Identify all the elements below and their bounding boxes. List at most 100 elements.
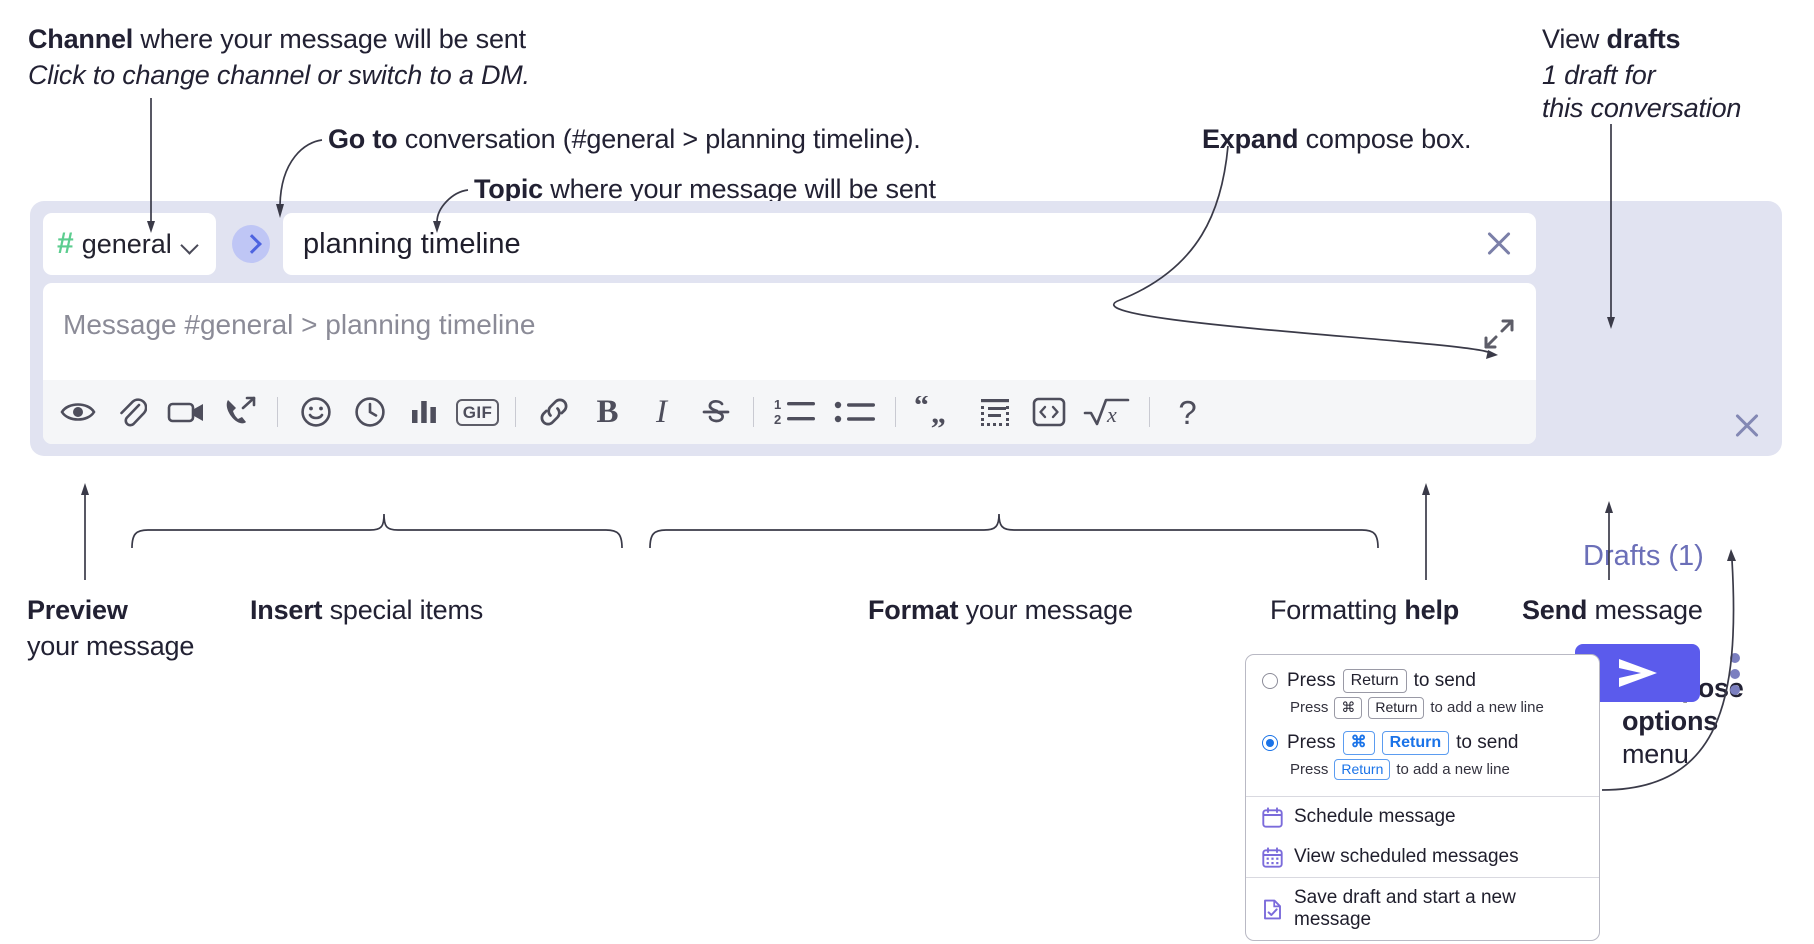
- annotation-expand-bold: Expand: [1202, 124, 1299, 154]
- topic-field[interactable]: planning timeline: [283, 213, 1536, 275]
- annotation-format-rest: your message: [958, 595, 1133, 625]
- radio-icon-unselected[interactable]: [1262, 673, 1278, 689]
- svg-text:„: „: [931, 397, 946, 428]
- annotation-goto-bold: Go to: [328, 124, 398, 154]
- annotation-drafts-lead: View: [1542, 24, 1607, 54]
- goto-conversation-button[interactable]: [232, 225, 270, 263]
- question-mark-icon: ?: [1178, 393, 1197, 431]
- send-shortcut-options: Press Return to send Press ⌘ Return to a…: [1246, 655, 1599, 796]
- annotation-expand: Expand compose box.: [1202, 124, 1472, 156]
- annotation-channel-sub: Click to change channel or switch to a D…: [28, 59, 530, 90]
- annotation-format-bold: Format: [868, 595, 959, 625]
- clock-icon[interactable]: [349, 391, 390, 433]
- attach-file-button[interactable]: [111, 391, 152, 433]
- toolbar-divider: [277, 397, 278, 427]
- annotation-topic: Topic where your message will be sent: [474, 174, 936, 206]
- document-check-icon: [1264, 899, 1281, 919]
- code-block-button[interactable]: [974, 391, 1015, 433]
- toolbar-divider: [515, 397, 516, 427]
- more-vertical-icon[interactable]: [1730, 653, 1740, 695]
- annotation-insert: Insert special items: [250, 595, 483, 627]
- toolbar-divider: [895, 397, 896, 427]
- math-button[interactable]: x: [1082, 391, 1132, 433]
- radio2-sub-pre: Press: [1290, 760, 1329, 778]
- italic-button[interactable]: I: [641, 391, 682, 433]
- annotation-help: Formatting help: [1270, 595, 1459, 627]
- svg-text:2: 2: [774, 412, 781, 427]
- close-icon[interactable]: [1730, 409, 1764, 443]
- menu-item-view-scheduled[interactable]: View scheduled messages: [1246, 837, 1599, 877]
- expand-arrows-icon[interactable]: [1482, 317, 1516, 351]
- annotation-channel: Channel where your message will be sent …: [28, 24, 530, 91]
- radio1-sub-pre: Press: [1290, 699, 1329, 717]
- audio-clip-button[interactable]: [219, 391, 260, 433]
- annotation-preview-bold: Preview: [27, 595, 128, 625]
- radio2-pre: Press: [1287, 731, 1336, 753]
- close-icon[interactable]: [1482, 227, 1516, 261]
- poll-button[interactable]: [403, 391, 444, 433]
- formatting-help-button[interactable]: ?: [1167, 391, 1208, 433]
- menu-item-save-draft[interactable]: Save draft and start a new message: [1246, 878, 1599, 940]
- hash-icon: #: [57, 227, 74, 260]
- drafts-link[interactable]: Drafts (1): [1583, 540, 1704, 572]
- bold-label: B: [596, 393, 619, 430]
- annotation-help-bold: help: [1404, 595, 1460, 625]
- annotation-send: Send message: [1522, 595, 1703, 627]
- annotation-send-bold: Send: [1522, 595, 1588, 625]
- bold-button[interactable]: B: [587, 391, 628, 433]
- radio1-pre: Press: [1287, 670, 1336, 691]
- annotation-insert-bold: Insert: [250, 595, 323, 625]
- annotation-topic-bold: Topic: [474, 174, 543, 204]
- code-button[interactable]: [1028, 391, 1069, 433]
- radio-option-cmd-return-hint: Press Return to add a new line: [1290, 758, 1583, 780]
- blockquote-button[interactable]: “ „: [913, 391, 961, 433]
- annotation-topic-rest: where your message will be sent: [543, 174, 936, 204]
- annotation-goto: Go to conversation (#general > planning …: [328, 124, 921, 156]
- menu-item-label: View scheduled messages: [1294, 846, 1519, 867]
- ordered-list-button[interactable]: 1 2: [771, 391, 819, 433]
- svg-text:x: x: [1106, 402, 1117, 427]
- annotation-format: Format your message: [868, 595, 1133, 627]
- annotation-channel-rest: where your message will be sent: [133, 24, 526, 54]
- bulleted-list-button[interactable]: [832, 391, 878, 433]
- emoji-button[interactable]: [295, 391, 336, 433]
- strikethrough-button[interactable]: [695, 391, 736, 433]
- calendar-icon: [1262, 806, 1283, 828]
- video-clip-button[interactable]: [165, 391, 206, 433]
- radio2-post: to send: [1456, 731, 1519, 753]
- annotation-drafts-bold: drafts: [1606, 24, 1681, 54]
- annotation-drafts: View drafts 1 draft for this conversatio…: [1542, 24, 1741, 125]
- calendar-grid-icon: [1262, 846, 1283, 868]
- message-placeholder: Message #general > planning timeline: [63, 309, 536, 340]
- compose-inner: # general planning timeline Message #gen…: [43, 213, 1536, 444]
- annotation-preview: Preview your message: [27, 595, 194, 662]
- message-input-area[interactable]: Message #general > planning timeline: [43, 283, 1536, 444]
- annotation-preview-sub: your message: [27, 630, 195, 661]
- radio-option-cmd-return[interactable]: Press ⌘ Return to send: [1262, 730, 1583, 755]
- key-return: Return: [1334, 758, 1391, 780]
- menu-item-label: Schedule message: [1294, 806, 1456, 827]
- compose-box: Drafts (1) # general planning timeline M…: [30, 201, 1782, 702]
- channel-picker[interactable]: # general: [43, 213, 216, 275]
- annotation-drafts-sub1: 1 draft for: [1542, 59, 1656, 90]
- gif-label: GIF: [455, 398, 500, 426]
- gif-button[interactable]: GIF: [455, 391, 500, 433]
- radio-icon-selected[interactable]: [1262, 734, 1278, 751]
- key-command: ⌘: [1342, 730, 1375, 755]
- link-button[interactable]: [533, 391, 574, 433]
- radio-option-return-hint: Press ⌘ Return to add a new line: [1290, 697, 1583, 719]
- annotation-compose-options-rest: menu: [1622, 738, 1689, 769]
- annotation-send-rest: message: [1587, 595, 1703, 625]
- annotation-drafts-sub2: this conversation: [1542, 93, 1742, 124]
- annotation-channel-bold: Channel: [28, 24, 134, 54]
- menu-divider: [1246, 796, 1599, 797]
- key-return: Return: [1381, 730, 1450, 755]
- annotation-insert-rest: special items: [322, 595, 484, 625]
- preview-button[interactable]: [57, 391, 98, 433]
- radio1-sub-post: to add a new line: [1430, 699, 1544, 717]
- annotation-compose-options-bold2: options: [1622, 705, 1719, 736]
- radio-option-return[interactable]: Press Return to send: [1262, 669, 1583, 693]
- key-return: Return: [1368, 697, 1425, 719]
- menu-item-schedule-message[interactable]: Schedule message: [1246, 797, 1599, 837]
- radio2-sub-post: to add a new line: [1396, 760, 1510, 778]
